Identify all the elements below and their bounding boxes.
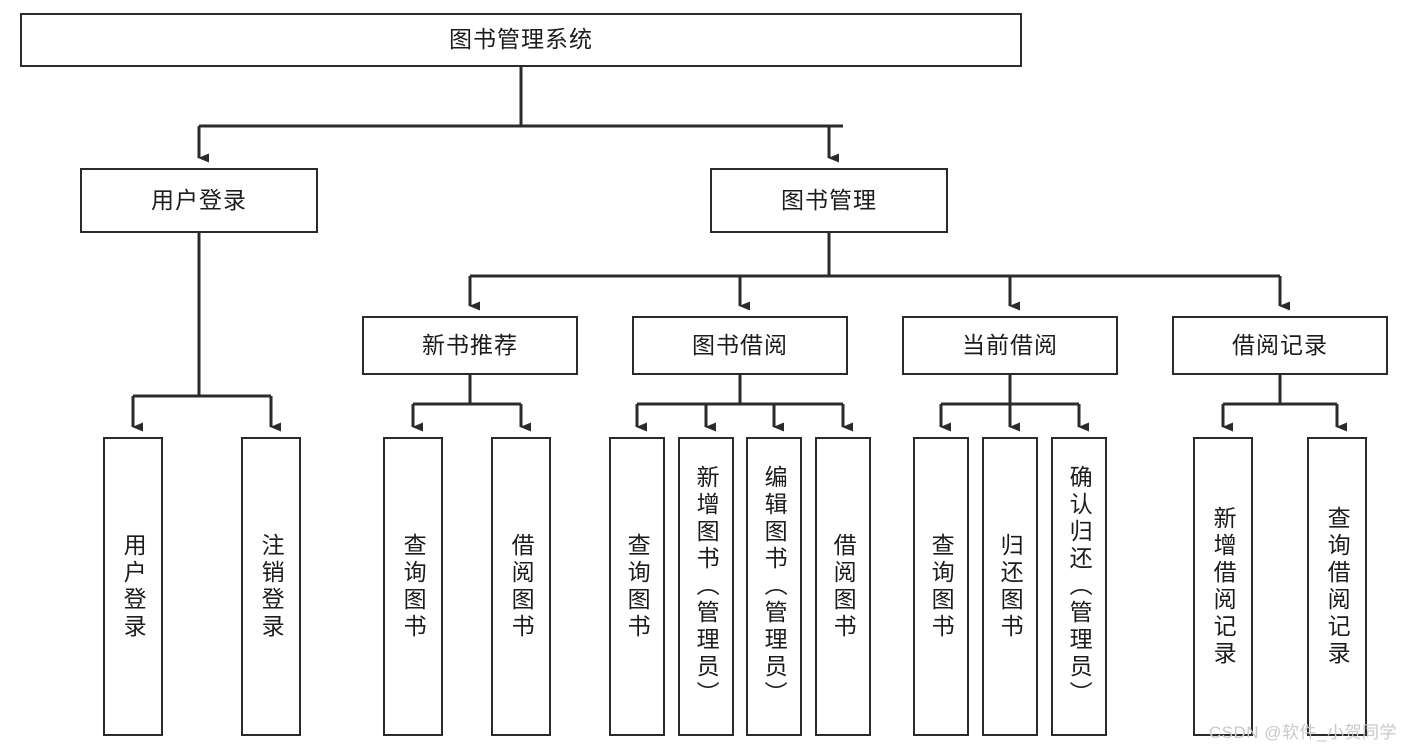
csdn-watermark: CSDN @软件_小贺同学 bbox=[1208, 723, 1397, 742]
node-leaf-query-book-borrow[interactable]: 查询图书 bbox=[609, 437, 665, 736]
node-label: 编辑图书（管理员） bbox=[761, 465, 788, 708]
node-leaf-query-book-current[interactable]: 查询图书 bbox=[913, 437, 969, 736]
node-leaf-query-book-recommend[interactable]: 查询图书 bbox=[383, 437, 443, 736]
node-current-borrow[interactable]: 当前借阅 bbox=[902, 316, 1118, 375]
node-label: 当前借阅 bbox=[962, 331, 1058, 358]
node-label: 图书借阅 bbox=[692, 331, 788, 358]
node-label: 借阅图书 bbox=[830, 532, 857, 641]
node-label: 查询图书 bbox=[624, 532, 651, 641]
node-leaf-confirm-return-admin[interactable]: 确认归还（管理员） bbox=[1051, 437, 1107, 736]
node-book-borrow[interactable]: 图书借阅 bbox=[632, 316, 848, 375]
node-leaf-edit-book-admin[interactable]: 编辑图书（管理员） bbox=[746, 437, 802, 736]
node-label: 新书推荐 bbox=[422, 331, 518, 358]
node-label: 查询借阅记录 bbox=[1324, 505, 1351, 668]
node-label: 用户登录 bbox=[151, 186, 247, 213]
node-leaf-user-logout[interactable]: 注销登录 bbox=[241, 437, 301, 736]
node-label: 新增图书（管理员） bbox=[693, 465, 720, 708]
node-leaf-add-book-admin[interactable]: 新增图书（管理员） bbox=[678, 437, 734, 736]
node-user-login[interactable]: 用户登录 bbox=[80, 168, 318, 233]
node-label: 用户登录 bbox=[120, 532, 147, 641]
node-leaf-add-borrow-record[interactable]: 新增借阅记录 bbox=[1193, 437, 1253, 736]
node-label: 新增借阅记录 bbox=[1210, 505, 1237, 668]
node-book-management[interactable]: 图书管理 bbox=[710, 168, 948, 233]
node-label: 借阅记录 bbox=[1232, 331, 1328, 358]
node-label: 图书管理 bbox=[781, 186, 877, 213]
node-leaf-borrow-book-recommend[interactable]: 借阅图书 bbox=[491, 437, 551, 736]
node-label: 图书管理系统 bbox=[449, 26, 593, 53]
node-new-book-recommend[interactable]: 新书推荐 bbox=[362, 316, 578, 375]
node-label: 查询图书 bbox=[928, 532, 955, 641]
node-label: 借阅图书 bbox=[508, 532, 535, 641]
node-label: 确认归还（管理员） bbox=[1066, 465, 1093, 708]
node-root-book-management-system[interactable]: 图书管理系统 bbox=[20, 13, 1022, 67]
node-leaf-query-borrow-record[interactable]: 查询借阅记录 bbox=[1307, 437, 1367, 736]
node-label: 归还图书 bbox=[997, 532, 1024, 641]
node-leaf-user-login[interactable]: 用户登录 bbox=[103, 437, 163, 736]
node-borrow-record[interactable]: 借阅记录 bbox=[1172, 316, 1388, 375]
node-leaf-return-book[interactable]: 归还图书 bbox=[982, 437, 1038, 736]
node-label: 注销登录 bbox=[258, 532, 285, 641]
node-label: 查询图书 bbox=[400, 532, 427, 641]
node-leaf-borrow-book[interactable]: 借阅图书 bbox=[815, 437, 871, 736]
